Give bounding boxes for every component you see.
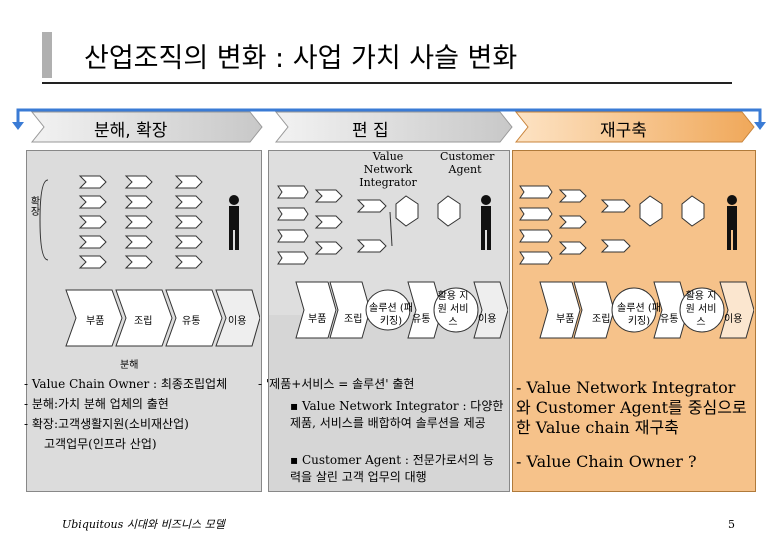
- p3-stage-use: 이용: [724, 314, 743, 325]
- p2-stage-support: 활용 지원 서비스: [437, 291, 469, 328]
- p2-bullet-vni: ▪ Value Network Integrator : 다양한 제품, 서비스…: [290, 399, 504, 430]
- p3-bullet-rebuild: - Value Network Integrator와 Customer Age…: [516, 378, 747, 437]
- page-title: 산업조직의 변화 : 사업 가치 사슬 변화: [84, 43, 518, 74]
- p1-bullet-decompose: - 분해:가치 분해 업체의 출현: [24, 397, 169, 411]
- vni-header: Value Network Integrator: [359, 150, 417, 189]
- band-edit-label: 편 집: [352, 121, 389, 141]
- p3-stage-solution: 솔루션 (패키징): [617, 303, 661, 327]
- p3-stage-distribution: 유통: [660, 314, 679, 325]
- bracket-line: [16, 108, 762, 126]
- p1-bullet-expand-2: 고객업무(인프라 산업): [44, 437, 157, 451]
- p2-stage-distribution: 유통: [412, 314, 431, 325]
- p2-stage-parts: 부품: [308, 314, 327, 325]
- p3-stage-support: 활용 지원 서비스: [685, 291, 717, 328]
- p2-bullet-solution: - '제품+서비스 = 솔루션' 출현: [258, 377, 415, 391]
- p2-stage-assembly: 조립: [344, 314, 363, 325]
- phase-band-arrows: [12, 108, 766, 143]
- p3-stage-parts: 부품: [556, 314, 575, 325]
- person-icon: [481, 195, 491, 250]
- p1-stage-use: 이용: [228, 316, 247, 327]
- bracket-arrow-left: [12, 122, 24, 130]
- band-rebuild-label: 재구축: [600, 121, 647, 141]
- person-icon: [229, 195, 239, 250]
- footer-text: Ubiquitous 시대와 비즈니스 모델: [62, 518, 225, 531]
- panel3-diagram: [519, 185, 754, 339]
- band-edit: [274, 111, 513, 143]
- title-underline: [42, 82, 732, 84]
- title-accent-bar: [42, 32, 52, 78]
- p3-stage-assembly: 조립: [592, 314, 611, 325]
- band-decompose-label: 분해, 확장: [94, 121, 168, 141]
- panel2-diagram: [277, 185, 508, 339]
- ca-header: Customer Agent: [440, 150, 495, 176]
- panel-edit: [268, 150, 510, 492]
- decompose-note: 분해: [120, 360, 139, 371]
- p2-bullet-ca: ▪ Customer Agent : 전문가로서의 능력을 살린 고객 업무의 …: [290, 453, 494, 484]
- band-decompose: [30, 111, 263, 143]
- band-rebuild: [514, 111, 755, 143]
- panel1-diagram: [39, 175, 260, 347]
- p1-stage-distribution: 유통: [182, 316, 201, 327]
- page-number: 5: [728, 518, 735, 531]
- p1-bullet-owner: - Value Chain Owner : 최종조립업체: [24, 377, 228, 391]
- p3-bullet-owner: - Value Chain Owner ?: [516, 452, 697, 471]
- expand-side-label: 확장: [28, 196, 39, 216]
- p2-stage-solution: 솔루션 (패키징): [369, 303, 413, 327]
- p1-bullet-expand: - 확장:고객생활지원(소비재산업): [24, 417, 189, 431]
- bracket-arrow-right: [754, 122, 766, 130]
- person-icon: [727, 195, 737, 250]
- p1-stage-assembly: 조립: [134, 316, 153, 327]
- p1-stage-parts: 부품: [86, 316, 105, 327]
- p2-stage-use: 이용: [478, 314, 497, 325]
